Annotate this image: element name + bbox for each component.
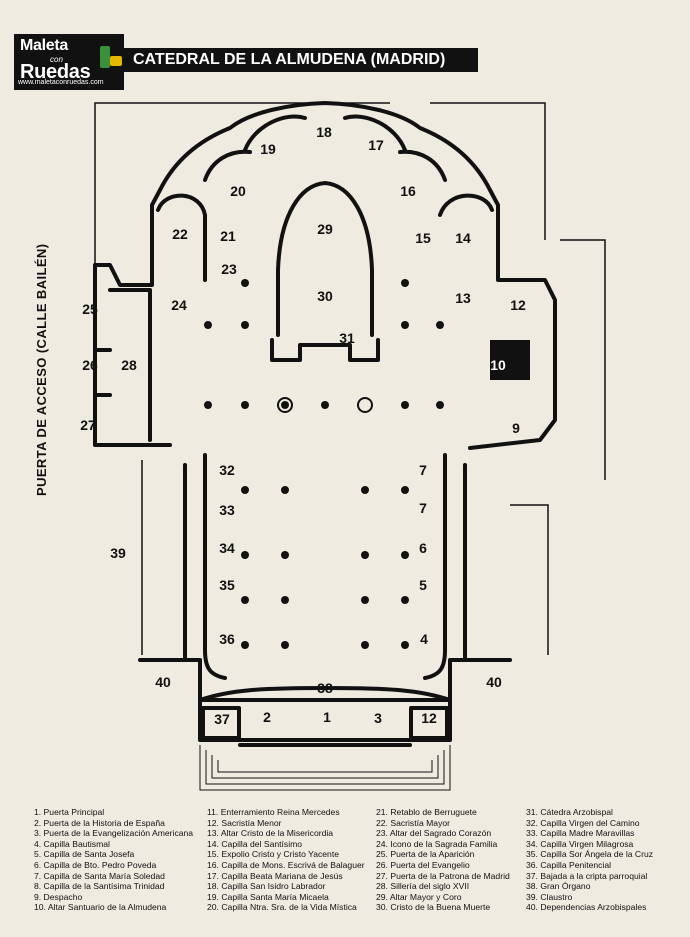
suitcase-icon <box>100 46 110 68</box>
legend-item: 20. Capilla Ntra. Sra. de la Vida Místic… <box>207 902 357 913</box>
legend-item: 35. Capilla Sor Ángela de la Cruz <box>526 849 654 860</box>
legend-item: 17. Capilla Beata Mariana de Jesús <box>207 870 343 881</box>
plan-number: 2 <box>263 709 271 725</box>
plan-number: 4 <box>420 631 428 647</box>
plan-number: 28 <box>121 357 137 373</box>
plan-number: 39 <box>110 545 126 561</box>
suitcase-small-icon <box>110 56 122 66</box>
legend-item: 8. Capilla de la Santísima Trinidad <box>34 881 165 892</box>
legend-column-4: 31. Cátedra Arzobispal 32. Capilla Virge… <box>526 807 653 913</box>
plan-number: 25 <box>82 301 98 317</box>
plan-number: 3 <box>374 710 382 726</box>
legend-item: 33. Capilla Madre Maravillas <box>526 828 635 839</box>
legend-item: 9. Despacho <box>34 891 83 902</box>
legend-item: 15. Expolio Cristo y Cristo Yacente <box>207 849 339 860</box>
plan-number: 40 <box>486 674 502 690</box>
legend-item: 10. Altar Santuario de la Almudena <box>34 902 167 913</box>
plan-number: 12 <box>510 297 526 313</box>
plan-number: 36 <box>219 631 235 647</box>
legend-item: 24. Icono de la Sagrada Familia <box>376 838 498 849</box>
plan-number: 31 <box>339 330 355 346</box>
legend-item: 25. Puerta de la Aparición <box>376 849 475 860</box>
plan-number: 9 <box>512 420 520 436</box>
plan-number: 21 <box>220 228 236 244</box>
legend-item: 28. Sillería del siglo XVII <box>376 881 470 892</box>
plan-number: 34 <box>219 540 235 556</box>
legend-item: 40. Dependencias Arzobispales <box>526 902 647 913</box>
plan-number: 30 <box>317 288 333 304</box>
legend-column-2: 11. Enterramiento Reina Mercedes 12. Sac… <box>207 807 365 913</box>
plan-number: 5 <box>419 577 427 593</box>
legend-item: 16. Capilla de Mons. Escrivá de Balaguer <box>207 859 365 870</box>
legend-item: 31. Cátedra Arzobispal <box>526 807 613 817</box>
legend-item: 3. Puerta de la Evangelización Americana <box>34 828 194 839</box>
plan-number: 16 <box>400 183 416 199</box>
legend-item: 18. Capilla San Isidro Labrador <box>207 881 326 892</box>
plan-number: 6 <box>419 540 427 556</box>
plan-number: 18 <box>316 124 332 140</box>
plan-number: 24 <box>171 297 187 313</box>
legend-item: 19. Capilla Santa María Micaela <box>207 891 329 902</box>
plan-number: 26 <box>82 357 98 373</box>
brand-logo[interactable]: Maleta con Ruedas www.maletaconruedas.co… <box>14 34 124 90</box>
legend-item: 37. Bajada a la cripta parroquial <box>526 870 648 881</box>
plan-number: 17 <box>368 137 384 153</box>
plan-number: 13 <box>455 290 471 306</box>
legend-item: 23. Altar del Sagrado Corazón <box>376 828 492 839</box>
plan-number: 33 <box>219 502 235 518</box>
legend-item: 2. Puerta de la Historia de España <box>34 817 165 828</box>
legend-item: 7. Capilla de Santa María Soledad <box>34 870 165 881</box>
legend-item: 11. Enterramiento Reina Mercedes <box>207 807 340 817</box>
plan-number: 40 <box>155 674 171 690</box>
legend-item: 36. Capilla Penitencial <box>526 859 612 870</box>
plan-number: 19 <box>260 141 276 157</box>
legend-item: 32. Capilla Virgen del Camino <box>526 817 640 828</box>
legend-item: 12. Sacristía Menor <box>207 817 282 828</box>
legend-item: 22. Sacristía Mayor <box>376 817 451 828</box>
legend-item: 29. Altar Mayor y Coro <box>376 891 462 902</box>
plan-number: 7 <box>419 462 427 478</box>
plan-number: 32 <box>219 462 235 478</box>
plan-number: 20 <box>230 183 246 199</box>
plan-number: 29 <box>317 221 333 237</box>
legend-column-1: 1. Puerta Principal 2. Puerta de la Hist… <box>34 807 193 913</box>
plan-number: 14 <box>455 230 471 246</box>
logo-url: www.maletaconruedas.com <box>18 79 104 86</box>
legend-item: 4. Capilla Bautismal <box>34 838 110 849</box>
legend-item: 21. Retablo de Berruguete <box>376 807 477 817</box>
legend-item: 6. Capilla de Bto. Pedro Poveda <box>34 859 157 870</box>
plan-number: 7 <box>419 500 427 516</box>
logo-text-ruedas: Ruedas <box>20 61 91 83</box>
plan-number: 12 <box>421 710 437 726</box>
legend-item: 27. Puerta de la Patrona de Madrid <box>376 870 510 881</box>
legend-item: 34. Capilla Virgen Milagrosa <box>526 838 634 849</box>
plan-number: 11 <box>514 357 530 373</box>
plan-number: 10 <box>490 357 506 373</box>
plan-number: 37 <box>214 711 230 727</box>
legend-item: 30. Cristo de la Buena Muerte <box>376 902 491 913</box>
plan-number: 35 <box>219 577 235 593</box>
plan-number: 15 <box>415 230 431 246</box>
legend-item: 1. Puerta Principal <box>34 807 105 817</box>
plan-number: 23 <box>221 261 237 277</box>
title-bar: CATEDRAL DE LA ALMUDENA (MADRID) <box>124 48 478 72</box>
plan-number: 1 <box>323 709 331 725</box>
legend-item: 14. Capilla del Santísimo <box>207 838 303 849</box>
legend-column-3: 21. Retablo de Berruguete 22. Sacristía … <box>376 807 510 913</box>
legend-item: 26. Puerta del Evangelio <box>376 859 470 870</box>
legend-item: 39. Claustro <box>526 891 573 902</box>
legend-item: 5. Capilla de Santa Josefa <box>34 849 135 860</box>
plan-number: 27 <box>80 417 96 433</box>
map-title: CATEDRAL DE LA ALMUDENA (MADRID) <box>133 51 446 68</box>
logo-text-maleta: Maleta <box>20 37 68 54</box>
legend-item: 13. Altar Cristo de la Misericordia <box>207 828 334 839</box>
plan-number: 22 <box>172 226 188 242</box>
legend-item: 38. Gran Órgano <box>526 881 591 892</box>
plan-number: 38 <box>317 680 333 696</box>
logo-text-con: con <box>50 55 63 64</box>
